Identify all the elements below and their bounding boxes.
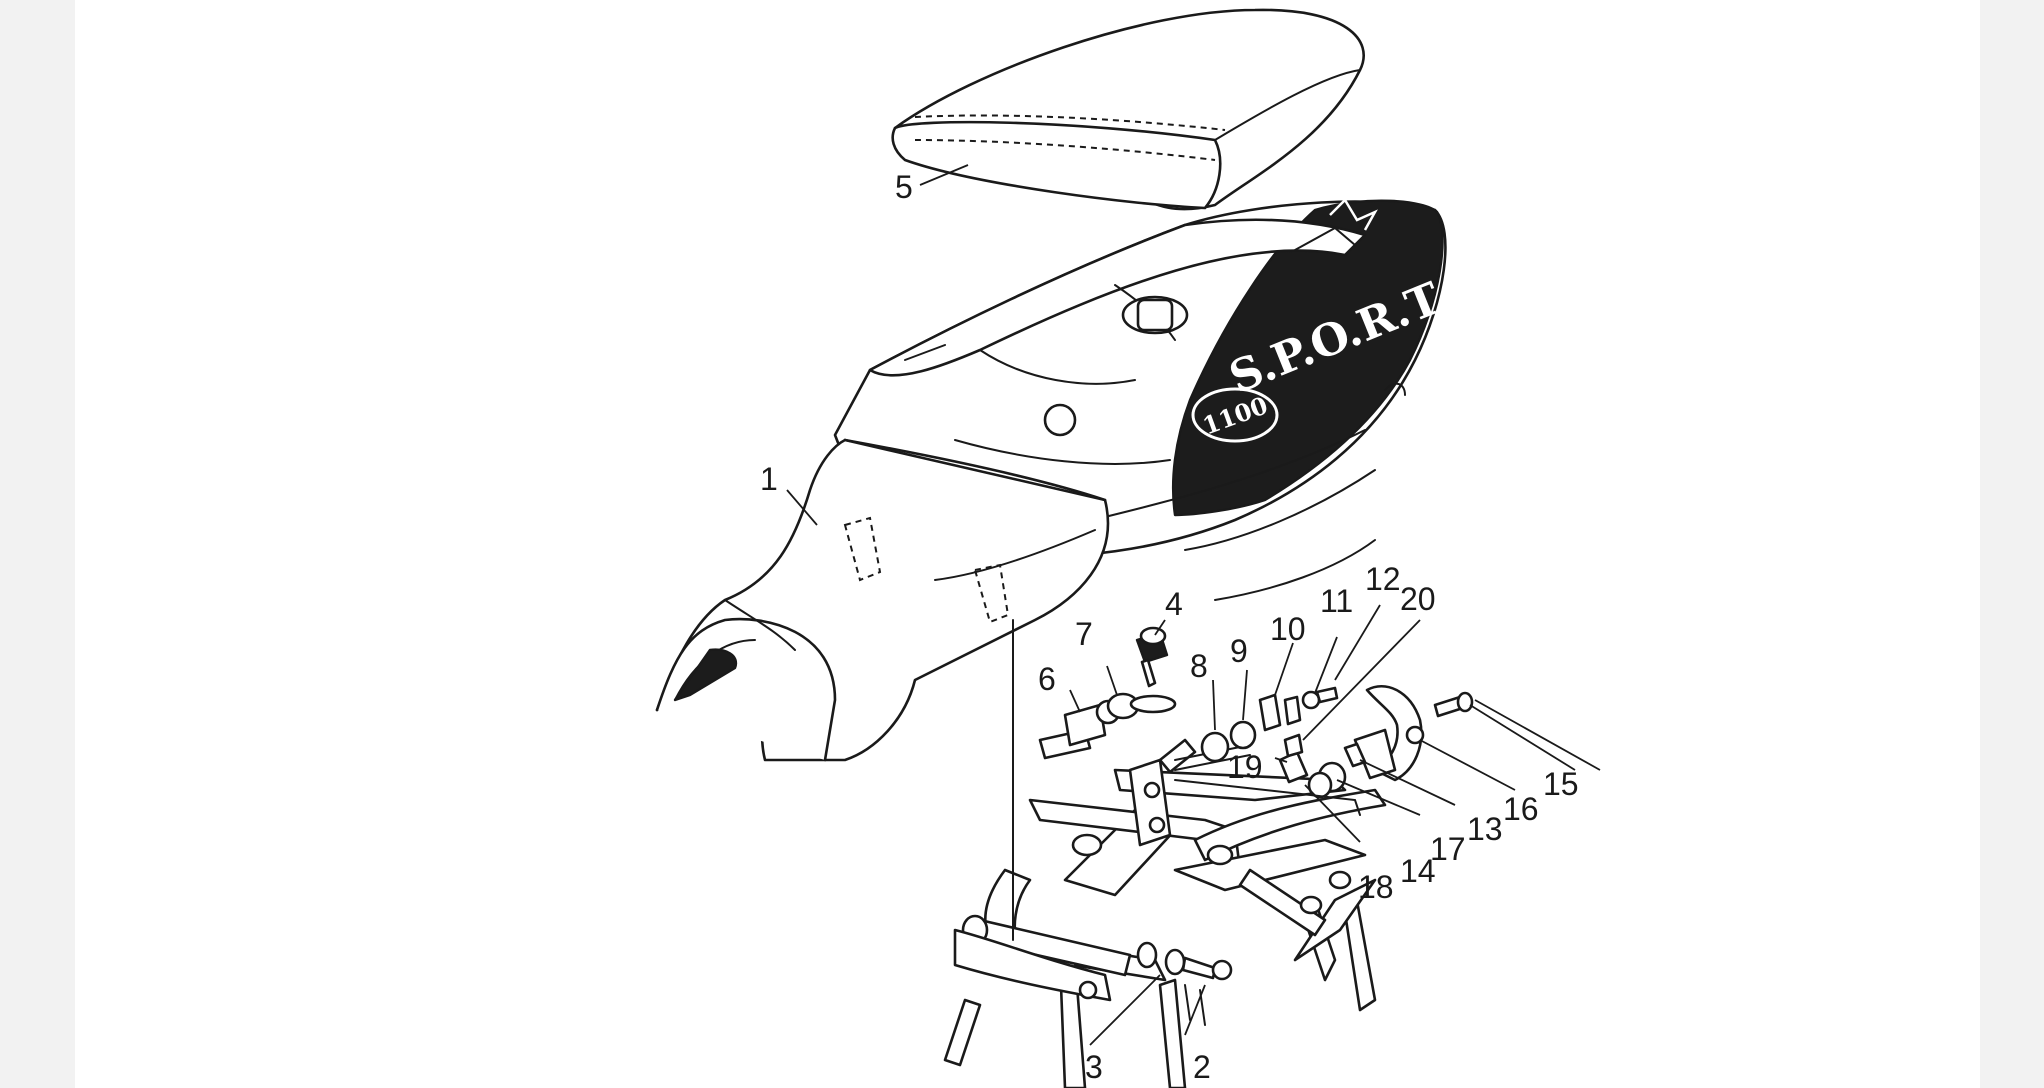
callout-14: 14 <box>1400 853 1436 889</box>
diagram-canvas: 1100 S.P.O.R.T. <box>75 0 1980 1088</box>
callout-7: 7 <box>1075 616 1093 652</box>
callout-1: 1 <box>760 461 778 497</box>
callout-17: 17 <box>1430 831 1466 867</box>
rider-seat <box>655 438 1110 762</box>
callout-3: 3 <box>1085 1049 1103 1085</box>
callout-5: 5 <box>895 169 913 205</box>
callout-9: 9 <box>1230 633 1248 669</box>
callout-12: 12 <box>1365 561 1401 597</box>
callout-16: 16 <box>1503 791 1539 827</box>
star-emblem-icon <box>1329 197 1378 231</box>
seat-lock-assembly <box>1038 626 1474 847</box>
callout-18: 18 <box>1358 869 1394 905</box>
callout-10: 10 <box>1270 611 1306 647</box>
callout-20: 20 <box>1400 581 1436 617</box>
callout-15: 15 <box>1543 766 1579 802</box>
callout-6: 6 <box>1038 661 1056 697</box>
leader-lines <box>786 164 1601 1046</box>
callout-2: 2 <box>1193 1049 1211 1085</box>
tail-logo-badge-outline <box>1191 387 1279 443</box>
callout-19: 19 <box>1227 749 1263 785</box>
callout-11: 11 <box>1320 583 1353 619</box>
subframe <box>943 619 1387 1088</box>
callout-13: 13 <box>1467 811 1503 847</box>
callouts: 1 2 3 4 5 6 7 8 9 10 11 12 13 14 15 16 1… <box>760 169 1579 1085</box>
callout-4: 4 <box>1165 586 1183 622</box>
callout-8: 8 <box>1190 648 1208 684</box>
exploded-parts-diagram: 1100 S.P.O.R.T. <box>655 8 1601 1088</box>
passenger-seat-pad <box>891 8 1365 211</box>
